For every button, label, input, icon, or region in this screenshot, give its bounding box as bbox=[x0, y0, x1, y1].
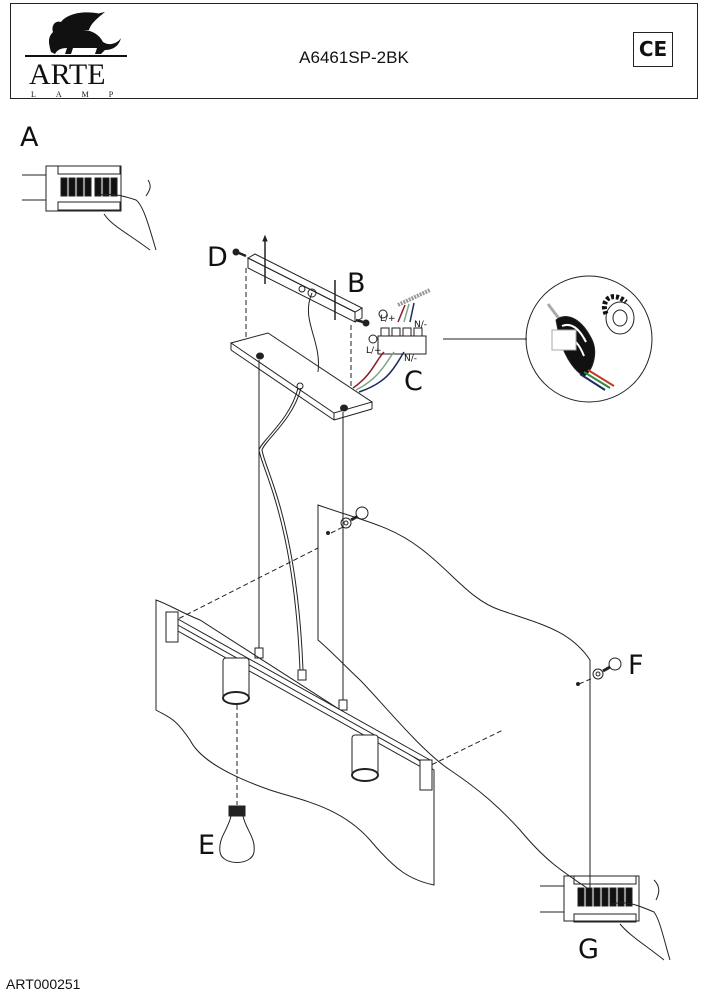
screw-d-icon bbox=[232, 248, 247, 258]
lamp-rail bbox=[165, 611, 433, 791]
screw-b-icon bbox=[355, 318, 370, 327]
insulating-tape-detail bbox=[525, 275, 653, 403]
ce-mark: CE bbox=[633, 32, 673, 67]
step-f-label: F bbox=[628, 650, 644, 681]
ground-symbol-icon bbox=[368, 334, 378, 344]
breaker-on-illustration bbox=[540, 875, 671, 961]
lamp-holder-2 bbox=[351, 734, 379, 782]
panel-screw-top-icon bbox=[326, 506, 369, 535]
live-wire bbox=[352, 351, 385, 389]
breaker-switches bbox=[57, 165, 121, 211]
step-d-label: D bbox=[207, 242, 228, 273]
winged-lion-icon bbox=[25, 12, 127, 57]
panel-screw-f-icon bbox=[576, 657, 622, 686]
ceiling-canopy bbox=[229, 292, 374, 421]
brand-name: ARTE bbox=[29, 58, 106, 91]
arte-lamp-logo: ARTE LAMP bbox=[21, 8, 134, 99]
brand-subtitle: LAMP bbox=[31, 90, 134, 99]
earth-wire bbox=[355, 351, 395, 391]
hand-icon bbox=[95, 179, 157, 251]
front-glass-panel bbox=[155, 599, 435, 886]
live-label-bottom: L/+ bbox=[366, 346, 382, 356]
step-b-label: B bbox=[347, 268, 366, 299]
header-frame: ARTE LAMP A6461SP-2BK CE bbox=[10, 3, 698, 99]
step-g-label: G bbox=[578, 934, 599, 965]
neutral-label-top: N/- bbox=[414, 320, 428, 330]
hand-icon bbox=[611, 879, 671, 961]
document-code: ART000251 bbox=[6, 976, 81, 992]
mounting-bracket bbox=[232, 234, 370, 327]
lamp-holder-1 bbox=[222, 657, 250, 705]
light-bulb-icon bbox=[219, 805, 255, 863]
model-number: A6461SP-2BK bbox=[299, 48, 409, 67]
live-label-top: L/+ bbox=[380, 314, 396, 324]
ground-symbol-icon bbox=[378, 309, 388, 319]
alignment-guides bbox=[171, 268, 594, 805]
back-glass-panel bbox=[317, 504, 591, 891]
step-a-label: A bbox=[20, 122, 39, 153]
suspension-cables bbox=[254, 360, 348, 711]
breaker-off-illustration bbox=[22, 165, 157, 251]
neutral-label-bottom: N/- bbox=[404, 354, 418, 364]
neutral-wire bbox=[358, 351, 405, 393]
step-c-label: C bbox=[404, 366, 423, 397]
step-e-label: E bbox=[198, 830, 216, 861]
